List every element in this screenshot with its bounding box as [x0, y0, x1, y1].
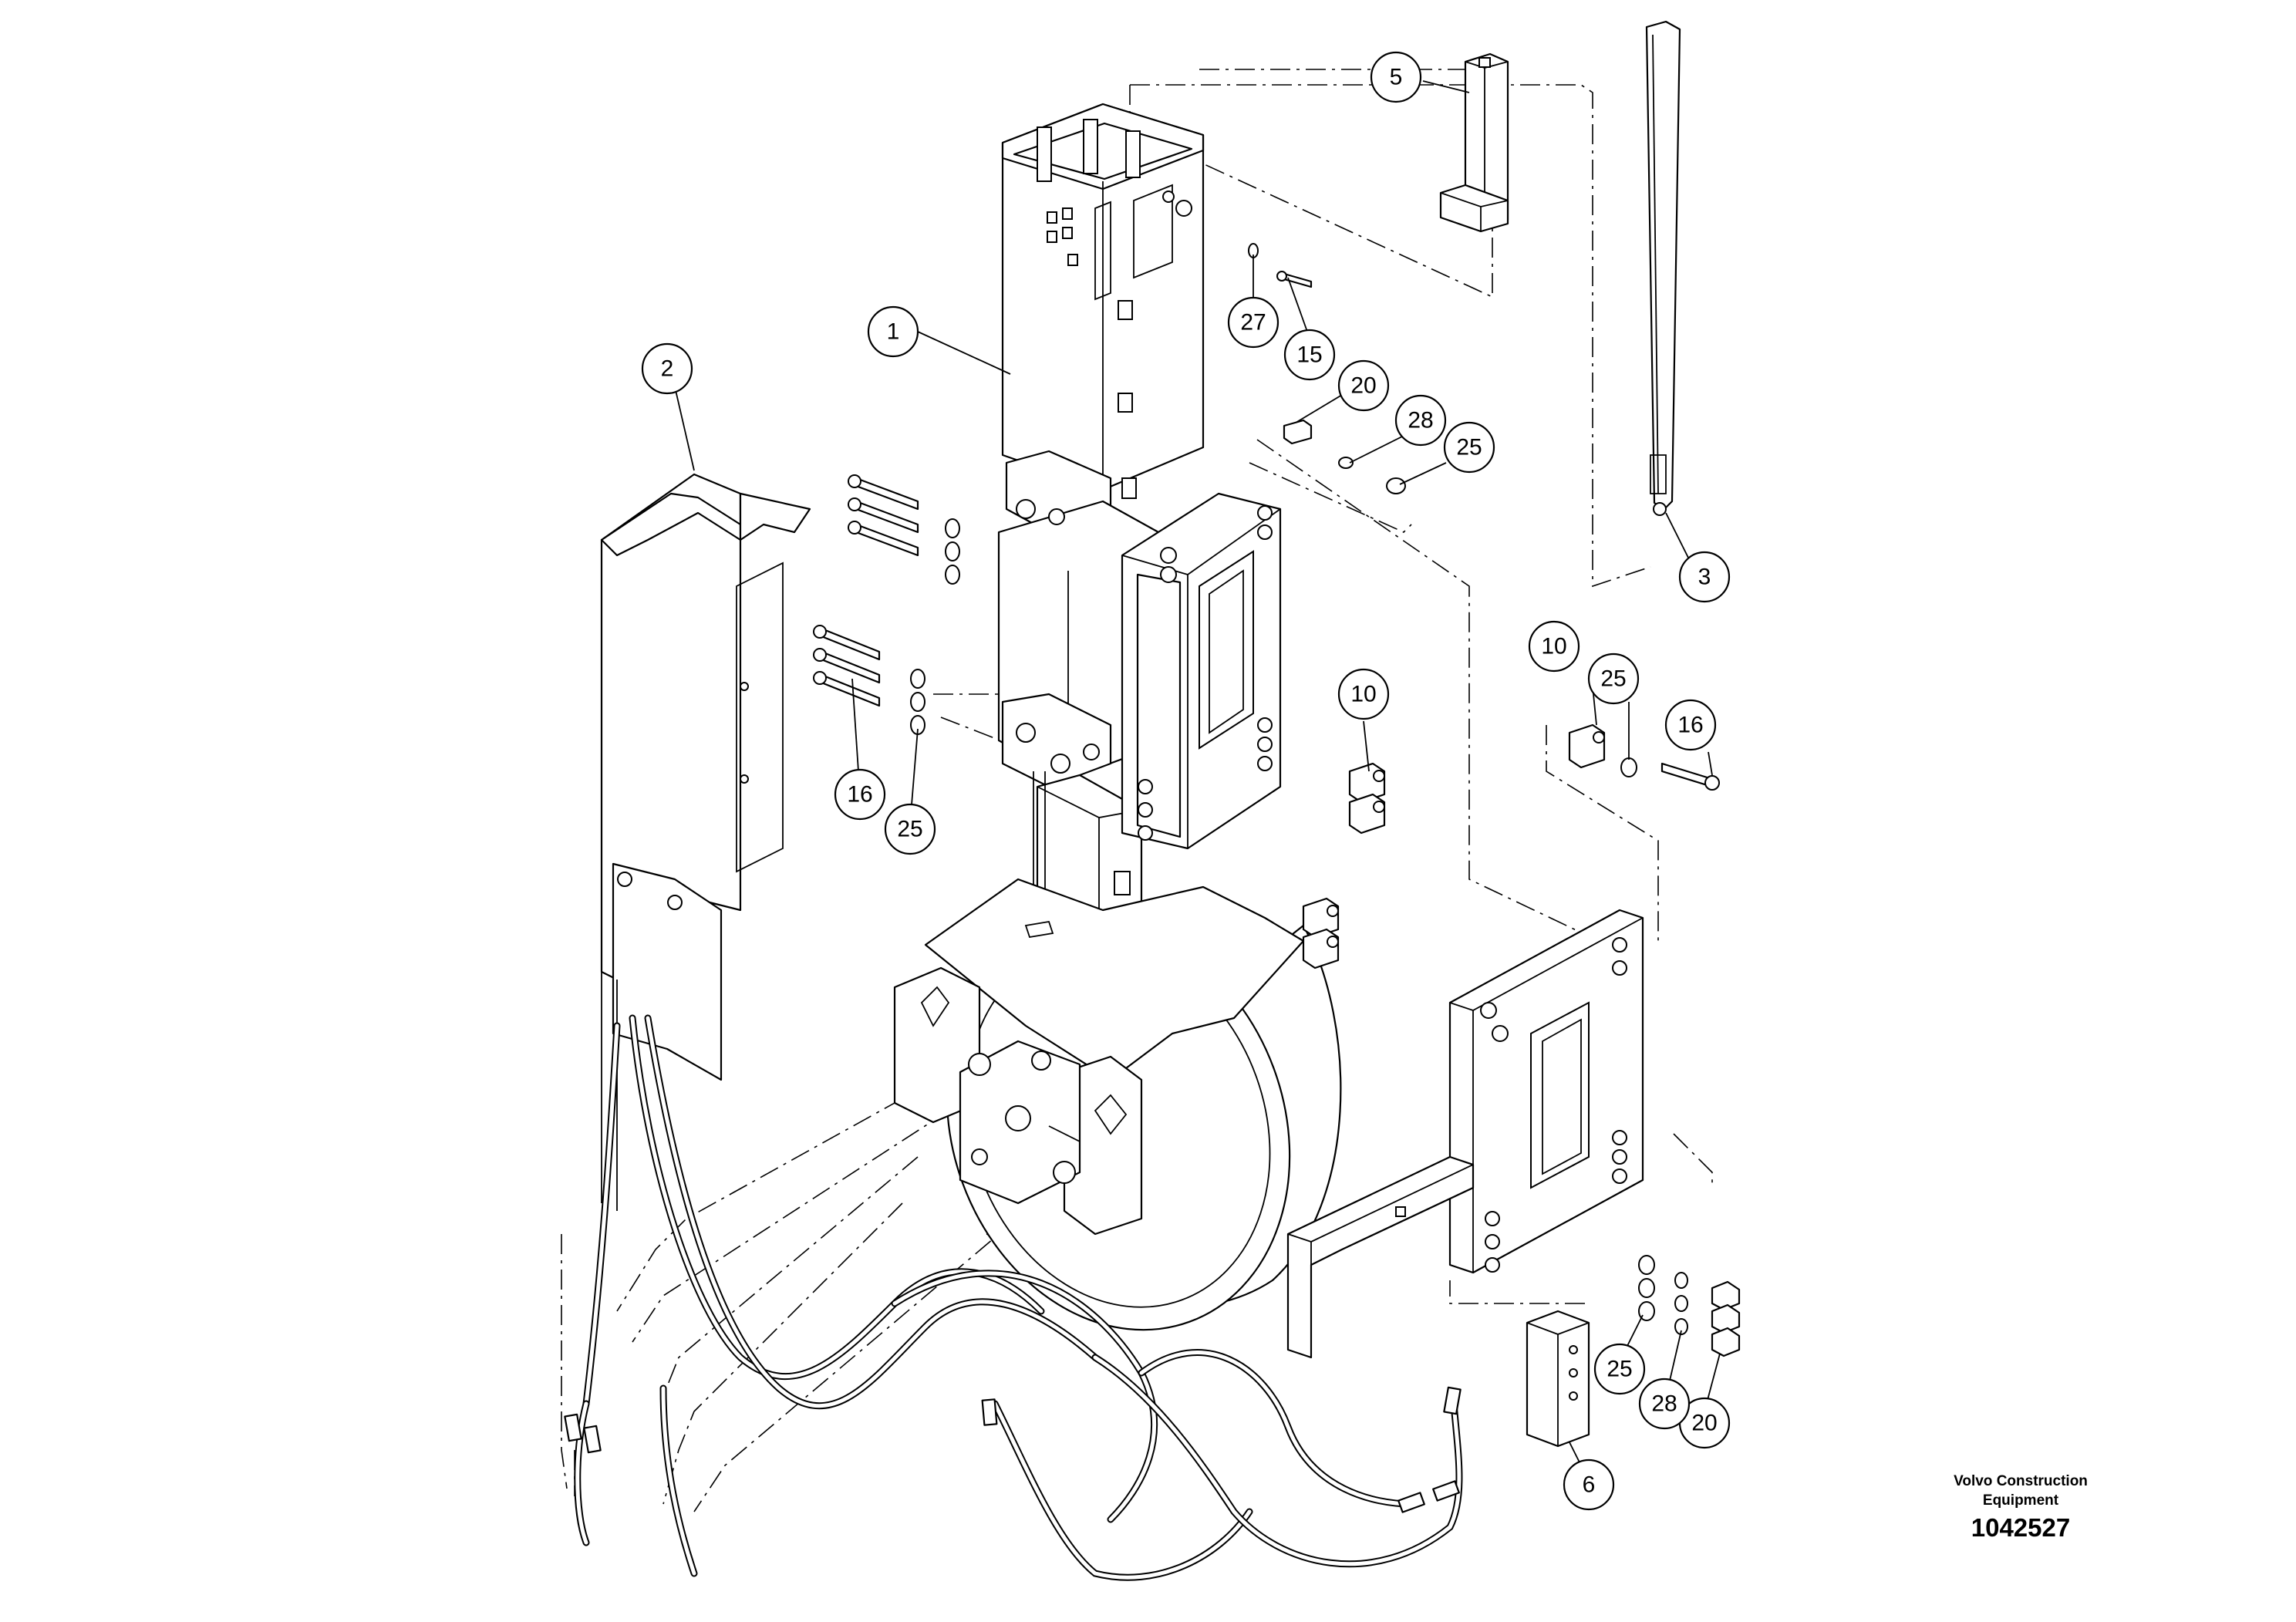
- small-hardware: [1248, 243, 1741, 1357]
- svg-text:28: 28: [1651, 1391, 1677, 1417]
- callout-1: 1: [867, 305, 919, 358]
- spacers-part-10: [1302, 723, 1606, 969]
- hydraulic-hoses: [574, 1014, 1463, 1581]
- svg-text:6: 6: [1583, 1472, 1596, 1498]
- part-2-cover: [600, 473, 811, 1211]
- svg-text:3: 3: [1698, 565, 1711, 590]
- svg-text:25: 25: [1456, 435, 1482, 460]
- svg-text:25: 25: [897, 817, 922, 842]
- callout-28-top: 28: [1394, 394, 1447, 447]
- callout-16-left: 16: [834, 768, 886, 821]
- svg-text:10: 10: [1541, 634, 1566, 659]
- bolts-upper-left: [848, 474, 960, 585]
- callout-20-bottom: 20: [1678, 1397, 1731, 1449]
- callout-25-left: 25: [884, 803, 936, 855]
- svg-text:28: 28: [1408, 408, 1433, 433]
- svg-text:25: 25: [1600, 666, 1626, 692]
- svg-text:27: 27: [1240, 310, 1266, 336]
- mounting-plate-front: [1121, 492, 1282, 850]
- callout-25-right: 25: [1587, 653, 1640, 705]
- callout-27: 27: [1227, 296, 1279, 349]
- callout-3: 3: [1678, 551, 1731, 603]
- part-1-column: [1001, 103, 1205, 499]
- svg-text:20: 20: [1350, 373, 1376, 399]
- brand-name: Volvo Construction Equipment: [1905, 1472, 2136, 1510]
- lower-bracket: [1286, 909, 1644, 1359]
- svg-text:20: 20: [1691, 1411, 1717, 1436]
- drum: [893, 878, 1342, 1331]
- callout-25-top: 25: [1443, 421, 1495, 474]
- bolts-middle-left: [813, 625, 925, 735]
- svg-text:2: 2: [661, 356, 674, 382]
- callout-16-right: 16: [1664, 699, 1717, 751]
- brand-line-1: Volvo Construction: [1954, 1473, 2088, 1489]
- callout-20-top: 20: [1337, 359, 1390, 412]
- hose-fittings: [564, 1386, 1462, 1513]
- svg-text:16: 16: [1677, 713, 1703, 738]
- callout-5: 5: [1370, 51, 1422, 103]
- svg-text:1: 1: [887, 319, 900, 345]
- part-5-bracket: [1439, 52, 1509, 233]
- part-3-rod: [1645, 20, 1681, 516]
- callout-15: 15: [1283, 329, 1336, 381]
- drawing-number: 1042527: [1971, 1513, 2071, 1542]
- callout-2: 2: [641, 342, 693, 395]
- callout-25-bottom: 25: [1593, 1343, 1646, 1395]
- svg-text:15: 15: [1296, 342, 1322, 368]
- callout-6: 6: [1563, 1458, 1615, 1511]
- svg-text:16: 16: [847, 782, 872, 808]
- callout-10-right: 10: [1528, 620, 1580, 673]
- brand-line-2: Equipment: [1982, 1492, 2059, 1509]
- callout-10-middle: 10: [1337, 668, 1390, 720]
- callout-28-bottom: 28: [1638, 1378, 1691, 1430]
- svg-text:25: 25: [1607, 1357, 1632, 1382]
- svg-text:5: 5: [1390, 65, 1403, 90]
- svg-text:10: 10: [1350, 682, 1376, 707]
- part-6-block: [1526, 1310, 1590, 1448]
